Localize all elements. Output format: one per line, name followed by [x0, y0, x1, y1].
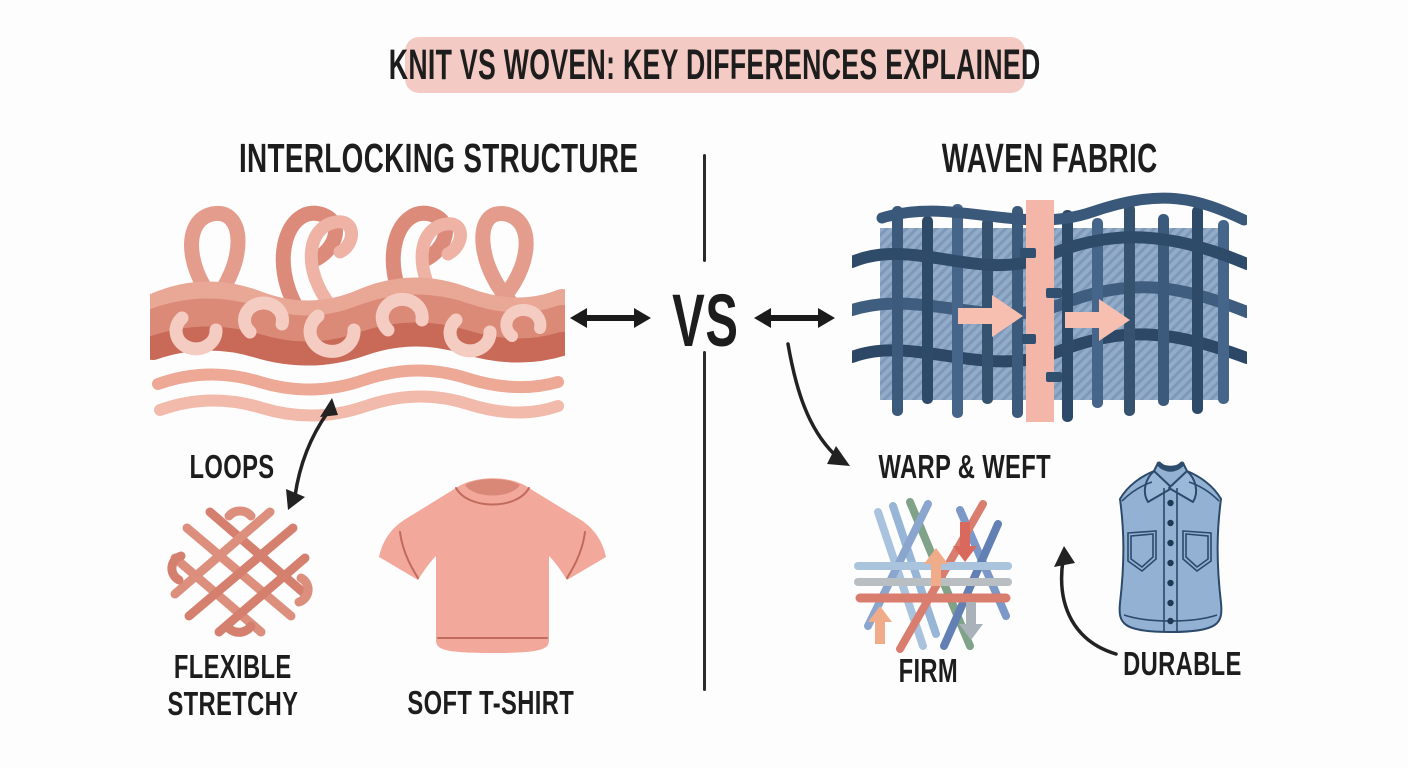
- curved-double-arrow-icon: [286, 398, 338, 510]
- knit-trait-label-line2: STRETCHY: [167, 685, 298, 722]
- curved-arrow-icon: [786, 342, 850, 466]
- woven-trait-label: FIRM: [898, 652, 958, 689]
- woven-section-heading: WAVEN FABRIC: [942, 135, 1158, 181]
- loops-label: LOOPS: [190, 448, 275, 485]
- warp-weft-label: WARP & WEFT: [878, 448, 1052, 485]
- weave-lattice-icon: [854, 498, 1012, 653]
- knit-section-heading: INTERLOCKING STRUCTURE: [238, 135, 639, 181]
- woven-fabric-illustration: [852, 192, 1247, 422]
- knit-loops-illustration: [150, 205, 565, 422]
- knit-trait-label-line1: FLEXIBLE: [173, 648, 292, 685]
- left-right-arrow-icon: [570, 308, 651, 328]
- knit-lattice-icon: [167, 506, 313, 637]
- title-text: KNIT VS WOVEN: KEY DIFFERENCES EXPLAINED: [389, 40, 1041, 89]
- left-right-arrow-icon: [754, 308, 835, 328]
- denim-shirt-label: DURABLE: [1123, 645, 1242, 682]
- divider-line-top: [703, 154, 706, 262]
- tshirt-label: SOFT T-SHIRT: [407, 684, 575, 721]
- tshirt-icon: [379, 478, 606, 653]
- curved-arrow-icon: [1054, 546, 1118, 656]
- title-banner: KNIT VS WOVEN: KEY DIFFERENCES EXPLAINED: [389, 37, 1041, 93]
- divider-line-bottom: [703, 351, 706, 691]
- vs-label: VS: [671, 279, 739, 362]
- denim-shirt-icon: [1118, 461, 1223, 633]
